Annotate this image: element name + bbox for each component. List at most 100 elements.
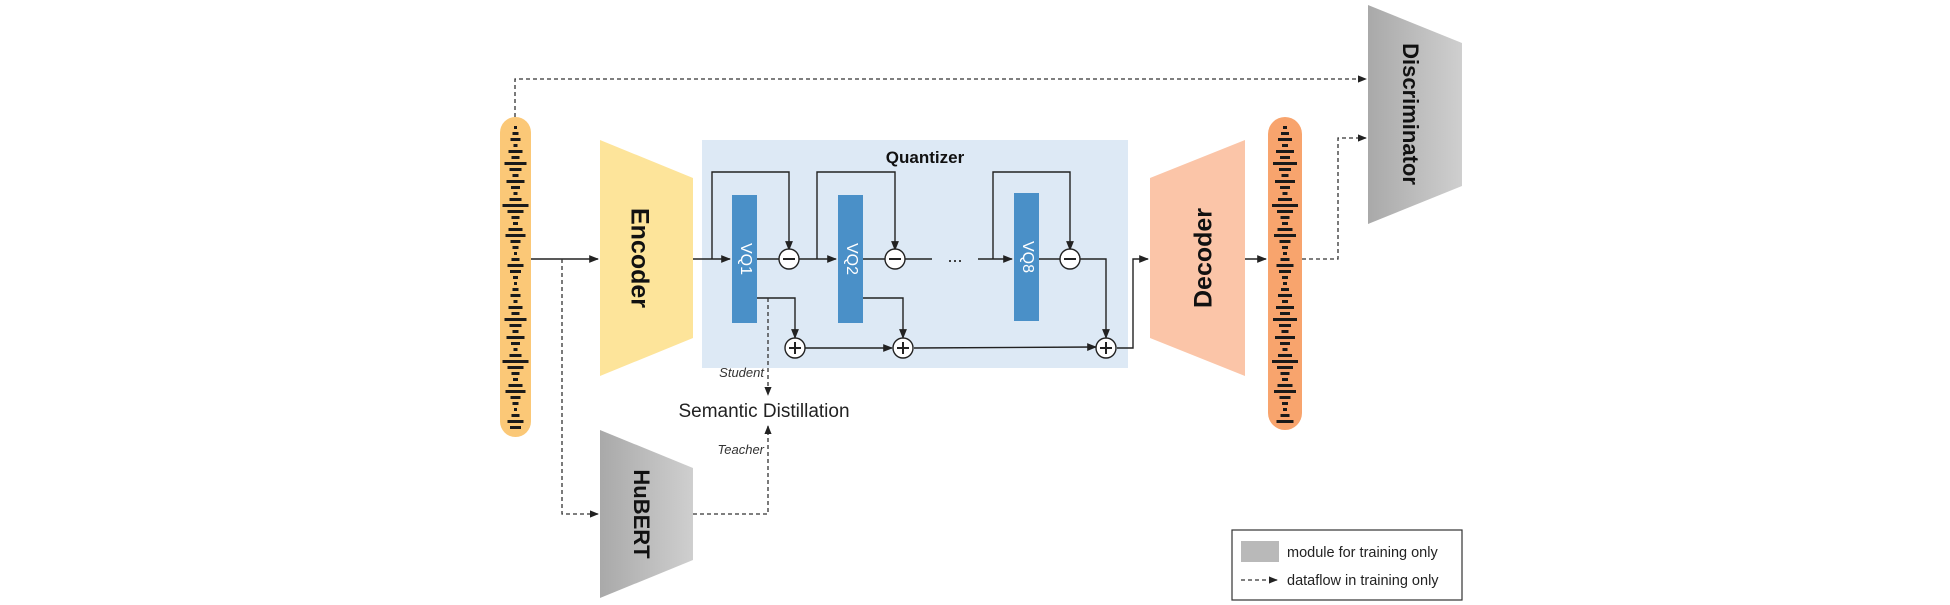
waveform-bar bbox=[509, 354, 522, 357]
waveform-bar bbox=[512, 402, 519, 405]
waveform-bar bbox=[511, 312, 520, 315]
waveform-bar bbox=[1280, 372, 1290, 375]
waveform-bar bbox=[507, 366, 524, 369]
waveform-bar bbox=[1272, 204, 1298, 207]
waveform-bar bbox=[1280, 414, 1290, 417]
waveform-bar bbox=[512, 330, 519, 333]
waveform-bar bbox=[1276, 420, 1294, 423]
waveform-bar bbox=[1283, 408, 1287, 411]
svg-text:HuBERT: HuBERT bbox=[629, 469, 654, 559]
vq2-block: VQ2 bbox=[838, 195, 863, 323]
waveform-bar bbox=[508, 384, 523, 387]
waveform-bar bbox=[1278, 138, 1292, 141]
waveform-bar bbox=[510, 240, 521, 243]
student-label: Student bbox=[719, 365, 765, 380]
waveform-bar bbox=[1280, 216, 1290, 219]
waveform-bar bbox=[1276, 150, 1294, 153]
waveform-bar bbox=[510, 138, 521, 141]
waveform-bar bbox=[1278, 354, 1292, 357]
hubert-module[interactable]: HuBERT bbox=[600, 430, 693, 598]
waveform-bar bbox=[511, 372, 520, 375]
add-op-2 bbox=[892, 337, 914, 359]
waveform-bar bbox=[1280, 342, 1290, 345]
add-op-1 bbox=[784, 337, 806, 359]
waveform-bar bbox=[510, 270, 521, 273]
waveform-bar bbox=[513, 378, 518, 381]
waveform-bar bbox=[505, 390, 526, 393]
vq8-block: VQ8 bbox=[1014, 193, 1039, 321]
waveform-bar bbox=[512, 288, 519, 291]
waveform-bar bbox=[1275, 336, 1295, 339]
subtract-op-8 bbox=[1059, 248, 1081, 270]
waveform-bar bbox=[1279, 324, 1291, 327]
svg-text:Encoder: Encoder bbox=[625, 208, 653, 308]
waveform-bar bbox=[1281, 132, 1289, 135]
teacher-label: Teacher bbox=[718, 442, 765, 457]
waveform-bar bbox=[509, 168, 522, 171]
encoder-module: Encoder bbox=[600, 140, 693, 376]
waveform-bar bbox=[513, 222, 518, 225]
svg-text:Discriminator: Discriminator bbox=[1398, 43, 1423, 185]
waveform-bar bbox=[506, 336, 525, 339]
waveform-bar bbox=[509, 324, 522, 327]
discriminator-module[interactable]: Discriminator bbox=[1368, 5, 1462, 224]
waveform-bar bbox=[513, 276, 518, 279]
quantizer-label: Quantizer bbox=[886, 148, 965, 167]
waveform-bar bbox=[1282, 300, 1288, 303]
waveform-bar bbox=[1280, 186, 1290, 189]
waveform-bar bbox=[1279, 240, 1291, 243]
waveform-bar bbox=[1276, 306, 1294, 309]
svg-text:Decoder: Decoder bbox=[1190, 208, 1218, 308]
waveform-bar bbox=[1274, 234, 1296, 237]
waveform-bar bbox=[1282, 348, 1288, 351]
output-waveform bbox=[1268, 117, 1302, 430]
legend: module for training only dataflow in tra… bbox=[1231, 529, 1463, 601]
legend-dataflow-label: dataflow in training only bbox=[1287, 573, 1439, 589]
waveform-bar bbox=[1274, 390, 1296, 393]
waveform-bar bbox=[1277, 384, 1293, 387]
waveform-bar bbox=[507, 420, 524, 423]
legend-gray-swatch bbox=[1241, 541, 1279, 562]
waveform-bar bbox=[1283, 252, 1287, 255]
waveform-bar bbox=[1282, 222, 1288, 225]
waveform-bar bbox=[507, 264, 524, 267]
waveform-bar bbox=[502, 360, 529, 363]
semantic-distillation-label: Semantic Distillation bbox=[678, 401, 849, 422]
waveform-bar bbox=[508, 228, 523, 231]
waveform-bar bbox=[512, 246, 519, 249]
waveform-bar bbox=[502, 204, 529, 207]
subtract-op-2 bbox=[884, 248, 906, 270]
waveform-bar bbox=[1278, 294, 1292, 297]
waveform-bar bbox=[507, 210, 524, 213]
waveform-bar bbox=[509, 198, 522, 201]
waveform-bar bbox=[513, 348, 518, 351]
ellipsis: ... bbox=[947, 246, 962, 266]
svg-text:VQ2: VQ2 bbox=[843, 243, 860, 275]
waveform-bar bbox=[510, 396, 521, 399]
legend-module-label: module for training only bbox=[1287, 545, 1438, 561]
waveform-bar bbox=[1277, 210, 1293, 213]
waveform-bar bbox=[511, 216, 520, 219]
waveform-bar bbox=[512, 132, 519, 135]
waveform-bar bbox=[512, 174, 519, 177]
waveform-bar bbox=[1279, 396, 1291, 399]
waveform-bar bbox=[1283, 126, 1287, 129]
dashed-dataflow bbox=[514, 75, 1367, 518]
waveform-bar bbox=[1280, 258, 1290, 261]
waveform-bar bbox=[1282, 144, 1288, 147]
waveform-bar bbox=[1277, 228, 1293, 231]
add-op-8 bbox=[1095, 337, 1117, 359]
waveform-bar bbox=[1272, 360, 1298, 363]
waveform-bar bbox=[508, 306, 523, 309]
waveform-bar bbox=[1281, 288, 1289, 291]
waveform-bar bbox=[513, 144, 518, 147]
waveform-bar bbox=[513, 192, 518, 195]
waveform-bar bbox=[1280, 312, 1290, 315]
waveform-bar bbox=[514, 282, 517, 285]
waveform-bar bbox=[511, 342, 520, 345]
svg-text:VQ1: VQ1 bbox=[737, 243, 754, 275]
waveform-bar bbox=[505, 234, 526, 237]
waveform-bar bbox=[514, 126, 517, 129]
waveform-bar bbox=[1273, 318, 1297, 321]
